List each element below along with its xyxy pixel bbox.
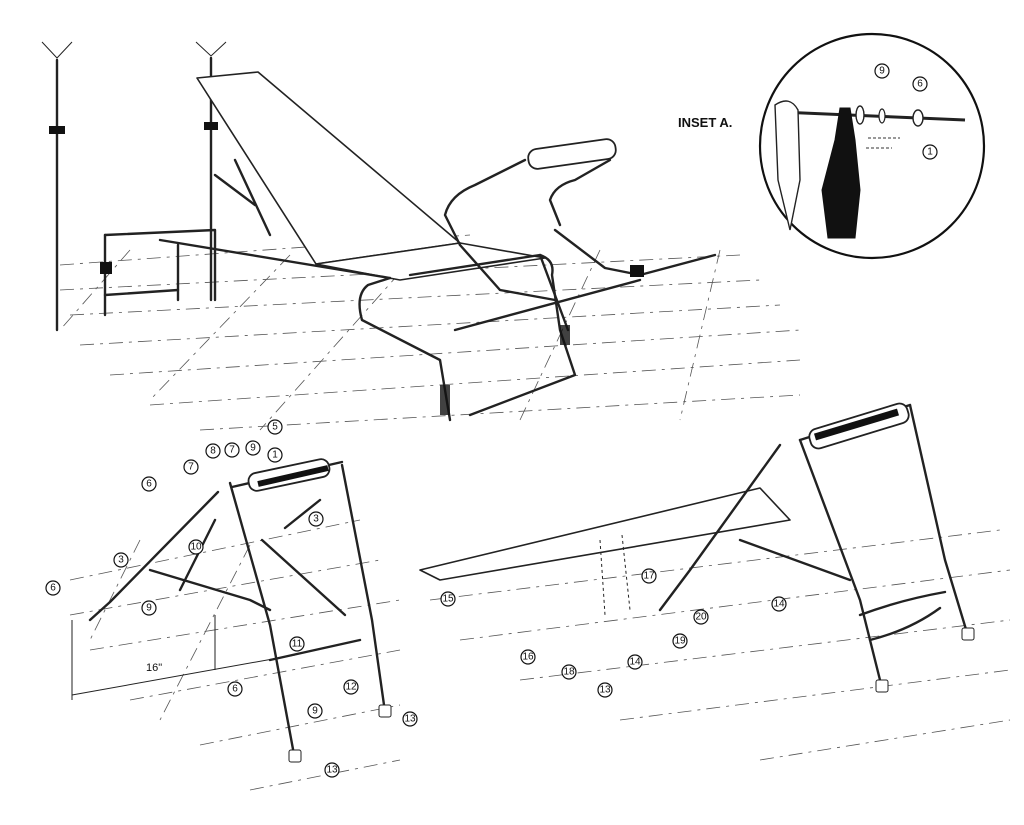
svg-text:8: 8 <box>210 446 216 457</box>
callout: 3 <box>308 511 324 527</box>
callout: 6 <box>227 681 243 697</box>
rear-frame <box>100 158 392 317</box>
leg-extension-arm <box>443 138 717 332</box>
callout: 18 <box>561 664 577 680</box>
floor-grid-left <box>69 519 401 791</box>
svg-text:14: 14 <box>773 599 785 610</box>
svg-text:13: 13 <box>599 685 611 696</box>
callout: 6 <box>912 76 928 92</box>
svg-text:10: 10 <box>190 542 202 553</box>
callout: 3 <box>113 552 129 568</box>
callout: 9 <box>141 600 157 616</box>
callout: 8 <box>205 443 221 459</box>
callout: 12 <box>343 679 359 695</box>
left-callouts: 6 7 8 7 9 5 1 3 3 10 6 9 11 12 6 9 13 13 <box>45 419 418 778</box>
callout: 16 <box>520 649 536 665</box>
callout: 17 <box>641 568 657 584</box>
callout: 9 <box>245 440 261 456</box>
svg-text:13: 13 <box>326 765 338 776</box>
bottom-left-assembly: 16" <box>69 458 401 791</box>
svg-text:6: 6 <box>917 79 923 90</box>
floor-grid-right <box>429 529 1011 761</box>
svg-text:16: 16 <box>522 652 534 663</box>
svg-text:14: 14 <box>629 657 641 668</box>
svg-text:17: 17 <box>643 571 655 582</box>
svg-text:9: 9 <box>879 66 885 77</box>
callout: 9 <box>307 703 323 719</box>
svg-text:6: 6 <box>232 684 238 695</box>
callout: 14 <box>627 654 643 670</box>
svg-text:9: 9 <box>312 706 318 717</box>
callout: 11 <box>289 636 305 652</box>
svg-text:9: 9 <box>146 603 152 614</box>
svg-text:9: 9 <box>250 443 256 454</box>
svg-text:3: 3 <box>118 555 124 566</box>
svg-text:19: 19 <box>674 636 686 647</box>
svg-text:12: 12 <box>345 682 357 693</box>
svg-text:11: 11 <box>292 639 303 650</box>
svg-text:7: 7 <box>188 462 194 473</box>
svg-text:7: 7 <box>229 445 235 456</box>
right-board <box>419 487 791 581</box>
incline-board <box>196 71 461 265</box>
callout: 13 <box>402 711 418 727</box>
dimension-label: 16" <box>146 662 162 674</box>
svg-text:1: 1 <box>927 147 933 158</box>
svg-text:1: 1 <box>272 450 278 461</box>
svg-text:6: 6 <box>146 479 152 490</box>
left-upright-stand <box>41 41 73 332</box>
callout: 10 <box>188 539 204 555</box>
callout: 19 <box>672 633 688 649</box>
svg-text:20: 20 <box>695 612 707 623</box>
right-callouts: 15 17 20 14 16 18 19 14 13 <box>440 568 787 698</box>
inset-a: INSET A. <box>678 32 986 260</box>
svg-text:6: 6 <box>50 583 56 594</box>
front-leg-frame <box>358 253 577 422</box>
callout: 13 <box>597 682 613 698</box>
callout: 6 <box>45 580 61 596</box>
callout: 1 <box>922 144 938 160</box>
callout: 7 <box>224 442 240 458</box>
svg-text:18: 18 <box>563 667 575 678</box>
callout: 14 <box>771 596 787 612</box>
callout: 7 <box>183 459 199 475</box>
inset-title: INSET A. <box>678 115 732 130</box>
inset-circle <box>758 32 986 260</box>
callout: 13 <box>324 762 340 778</box>
inset-callouts: 9 6 1 <box>874 63 938 160</box>
callout: 1 <box>267 447 283 463</box>
svg-text:3: 3 <box>313 514 319 525</box>
callout: 5 <box>267 419 283 435</box>
callout: 15 <box>440 591 456 607</box>
svg-text:13: 13 <box>404 714 416 725</box>
callout: 20 <box>693 609 709 625</box>
bottom-right-assembly <box>419 402 1011 761</box>
svg-text:15: 15 <box>442 594 454 605</box>
svg-text:5: 5 <box>272 422 278 433</box>
callout: 9 <box>874 63 890 79</box>
top-bench-assembly <box>41 41 801 431</box>
callout: 6 <box>141 476 157 492</box>
